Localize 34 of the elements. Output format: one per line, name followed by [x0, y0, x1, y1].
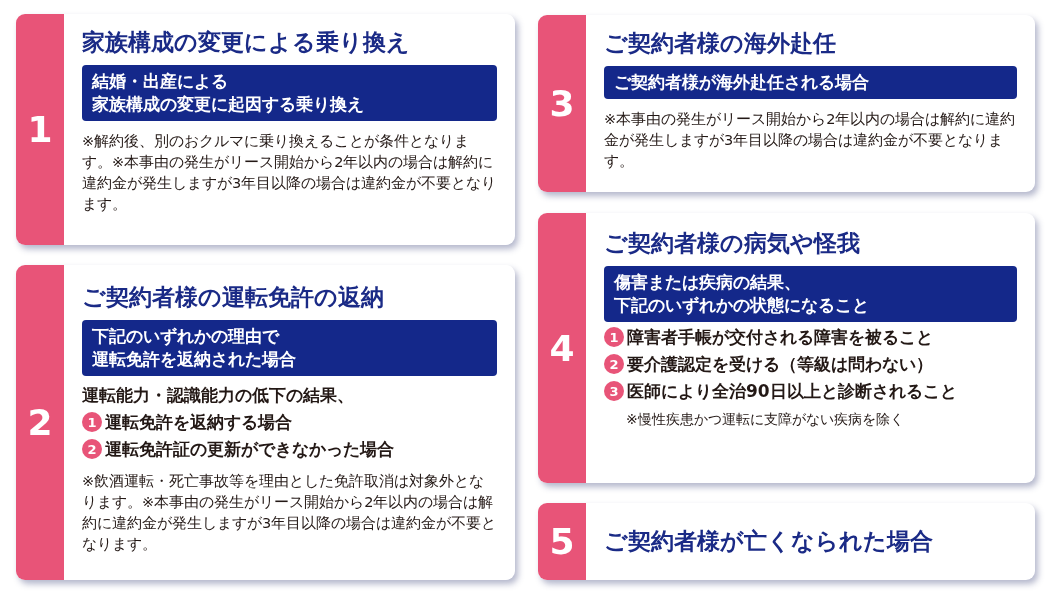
card: [538, 503, 1035, 580]
note-text: ※飲酒運転・死亡事故等を理由とした免許取消は対象外となります。※本事由の発生がリース開始から2年以内の場合は解約に違約金が発生しますが3年目以降の場合は違約金が不要となります。: [82, 471, 497, 554]
heading: ご契約者様が亡くなられた場合: [604, 527, 933, 556]
number-band: 1: [16, 14, 64, 245]
number-badge: 1: [604, 327, 624, 348]
card: [16, 14, 515, 245]
number-band: 2: [16, 265, 64, 580]
banner: 下記のいずれかの理由で運転免許を返納された場合: [82, 319, 497, 376]
number-badge: 3: [604, 381, 624, 402]
item-text: 医師により全治90日以上と診断されること: [627, 379, 957, 403]
number-band: 3: [538, 15, 586, 192]
card: [16, 265, 515, 580]
card: [538, 15, 1035, 192]
note-text: ※慢性疾患かつ運転に支障がない疾病を除く: [626, 410, 905, 429]
heading: 家族構成の変更による乗り換え: [82, 28, 411, 57]
item-text: 運転免許を返納する場合: [105, 410, 292, 434]
banner: 傷害または疾病の結果、下記のいずれかの状態になること: [604, 265, 1017, 322]
banner: 結婚・出産による家族構成の変更に起因する乗り換え: [82, 64, 497, 121]
item-text: 障害者手帳が交付される障害を被ること: [627, 325, 933, 349]
number-band: 5: [538, 503, 586, 580]
lead-text: 運転能力・認識能力の低下の結果、: [82, 384, 355, 407]
item-text: 要介護認定を受ける（等級は問わない）: [627, 352, 933, 376]
number-badge: 2: [82, 439, 102, 460]
number-band: 4: [538, 213, 586, 483]
note-text: ※本事由の発生がリース開始から2年以内の場合は解約に違約金が発生しますが3年目以降の場合は違約金が不要となります。: [604, 109, 1017, 171]
card: [538, 213, 1035, 483]
banner: ご契約者様が海外赴任される場合: [604, 65, 1017, 99]
note-text: ※解約後、別のおクルマに乗り換えることが条件となります。※本事由の発生がリース開始から2年以内の場合は解約に違約金が発生しますが3年目以降の場合は違約金が不要となります。: [82, 131, 497, 214]
heading: ご契約者様の運転免許の返納: [82, 283, 385, 312]
number-badge: 1: [82, 412, 102, 433]
heading: ご契約者様の病気や怪我: [604, 229, 861, 258]
item-text: 運転免許証の更新ができなかった場合: [105, 437, 394, 461]
heading: ご契約者様の海外赴任: [604, 29, 837, 58]
number-badge: 2: [604, 354, 624, 375]
